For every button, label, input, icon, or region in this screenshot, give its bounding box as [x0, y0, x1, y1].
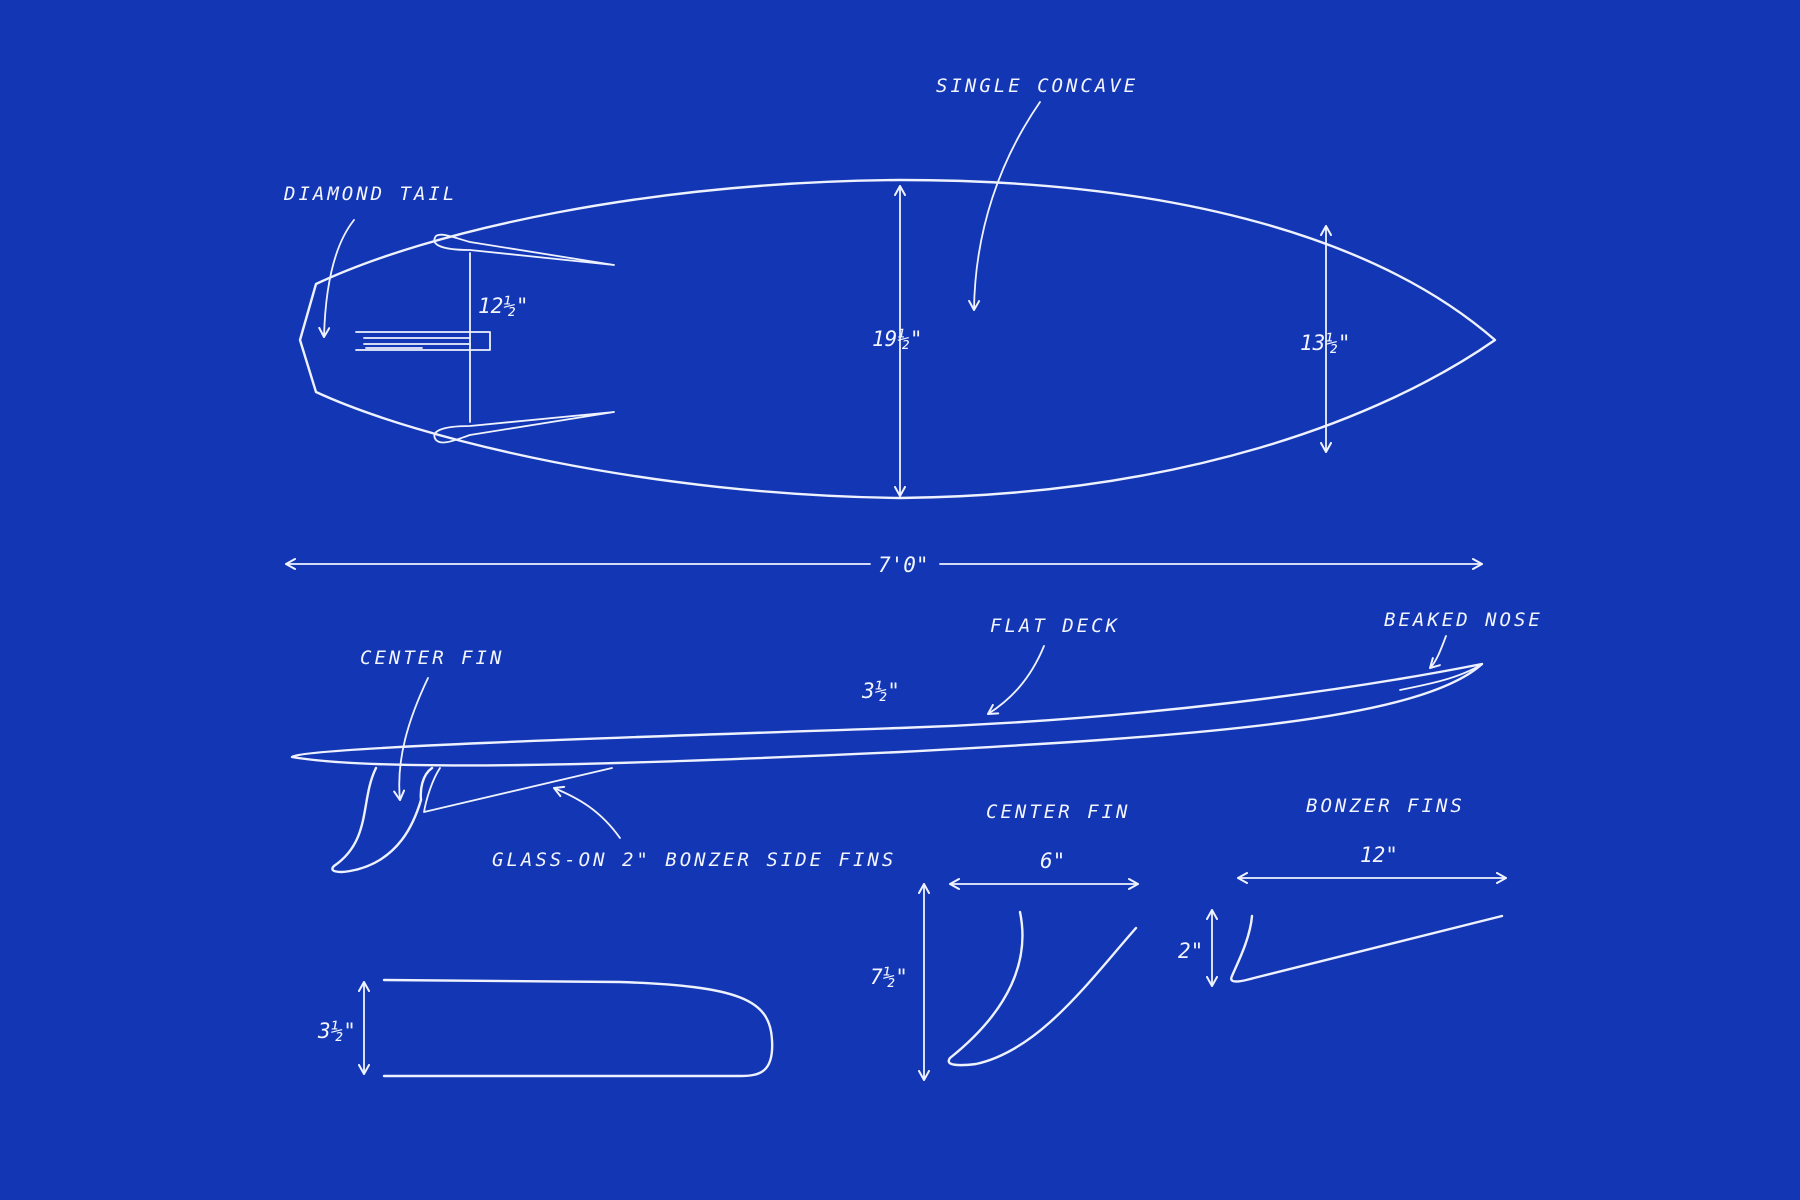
- board-side-view: 3½" FLAT DECK BEAKED NOSE CENTER FIN GLA…: [290, 609, 1543, 874]
- rail-profile: 3½": [317, 978, 774, 1078]
- center-fin-callout-label: CENTER FIN: [360, 647, 504, 669]
- glass-on-label: GLASS-ON 2" BONZER SIDE FINS: [492, 849, 896, 871]
- bonzer-length-text: 12": [1360, 843, 1398, 867]
- top-side-fin-lower: [433, 411, 615, 444]
- diamond-tail-label: DIAMOND TAIL: [283, 183, 457, 205]
- bonzer-fins-title: BONZER FINS: [1306, 795, 1465, 817]
- tail-width-text: 12½": [478, 294, 529, 318]
- rail-height-text: 3½": [317, 1019, 356, 1043]
- board-top-view: 12½" 19½" 13½" SINGLE CONCAVE DIAMOND TA…: [283, 75, 1497, 500]
- board-outline: [298, 178, 1497, 500]
- thickness-text: 3½": [861, 679, 900, 703]
- center-fin-height-text: 7½": [870, 965, 908, 989]
- flat-deck-label: FLAT DECK: [990, 615, 1120, 637]
- center-fin-detail: CENTER FIN 6" 7½": [870, 801, 1139, 1081]
- nose-rocker: [1399, 663, 1483, 691]
- center-fin-title: CENTER FIN: [986, 801, 1130, 823]
- glass-on-leader: [553, 785, 621, 839]
- top-side-fin-upper: [433, 233, 615, 266]
- diamond-tail-leader: [318, 219, 355, 338]
- rail-outline: [382, 978, 774, 1078]
- length-text: 7'0": [878, 553, 929, 577]
- bonzer-fin-shape: [1230, 914, 1504, 983]
- bonzer-fins-detail: BONZER FINS 12" 2": [1178, 795, 1507, 987]
- flat-deck-leader: [987, 645, 1045, 715]
- center-fin-shape: [947, 910, 1138, 1067]
- wide-point-text: 19½": [872, 327, 923, 351]
- side-bonzer-fin: [423, 767, 613, 813]
- top-center-fin: [355, 331, 491, 351]
- bonzer-height-text: 2": [1178, 939, 1203, 963]
- beaked-nose-label: BEAKED NOSE: [1384, 609, 1543, 631]
- single-concave-label: SINGLE CONCAVE: [936, 75, 1138, 97]
- length-dimension: 7'0": [285, 553, 1483, 577]
- center-fin-base-text: 6": [1040, 849, 1065, 873]
- single-concave-leader: [968, 101, 1041, 311]
- side-center-fin: [331, 766, 434, 874]
- center-fin-leader: [393, 677, 429, 801]
- beaked-nose-leader: [1429, 635, 1447, 669]
- nose-width-text: 13½": [1300, 331, 1351, 355]
